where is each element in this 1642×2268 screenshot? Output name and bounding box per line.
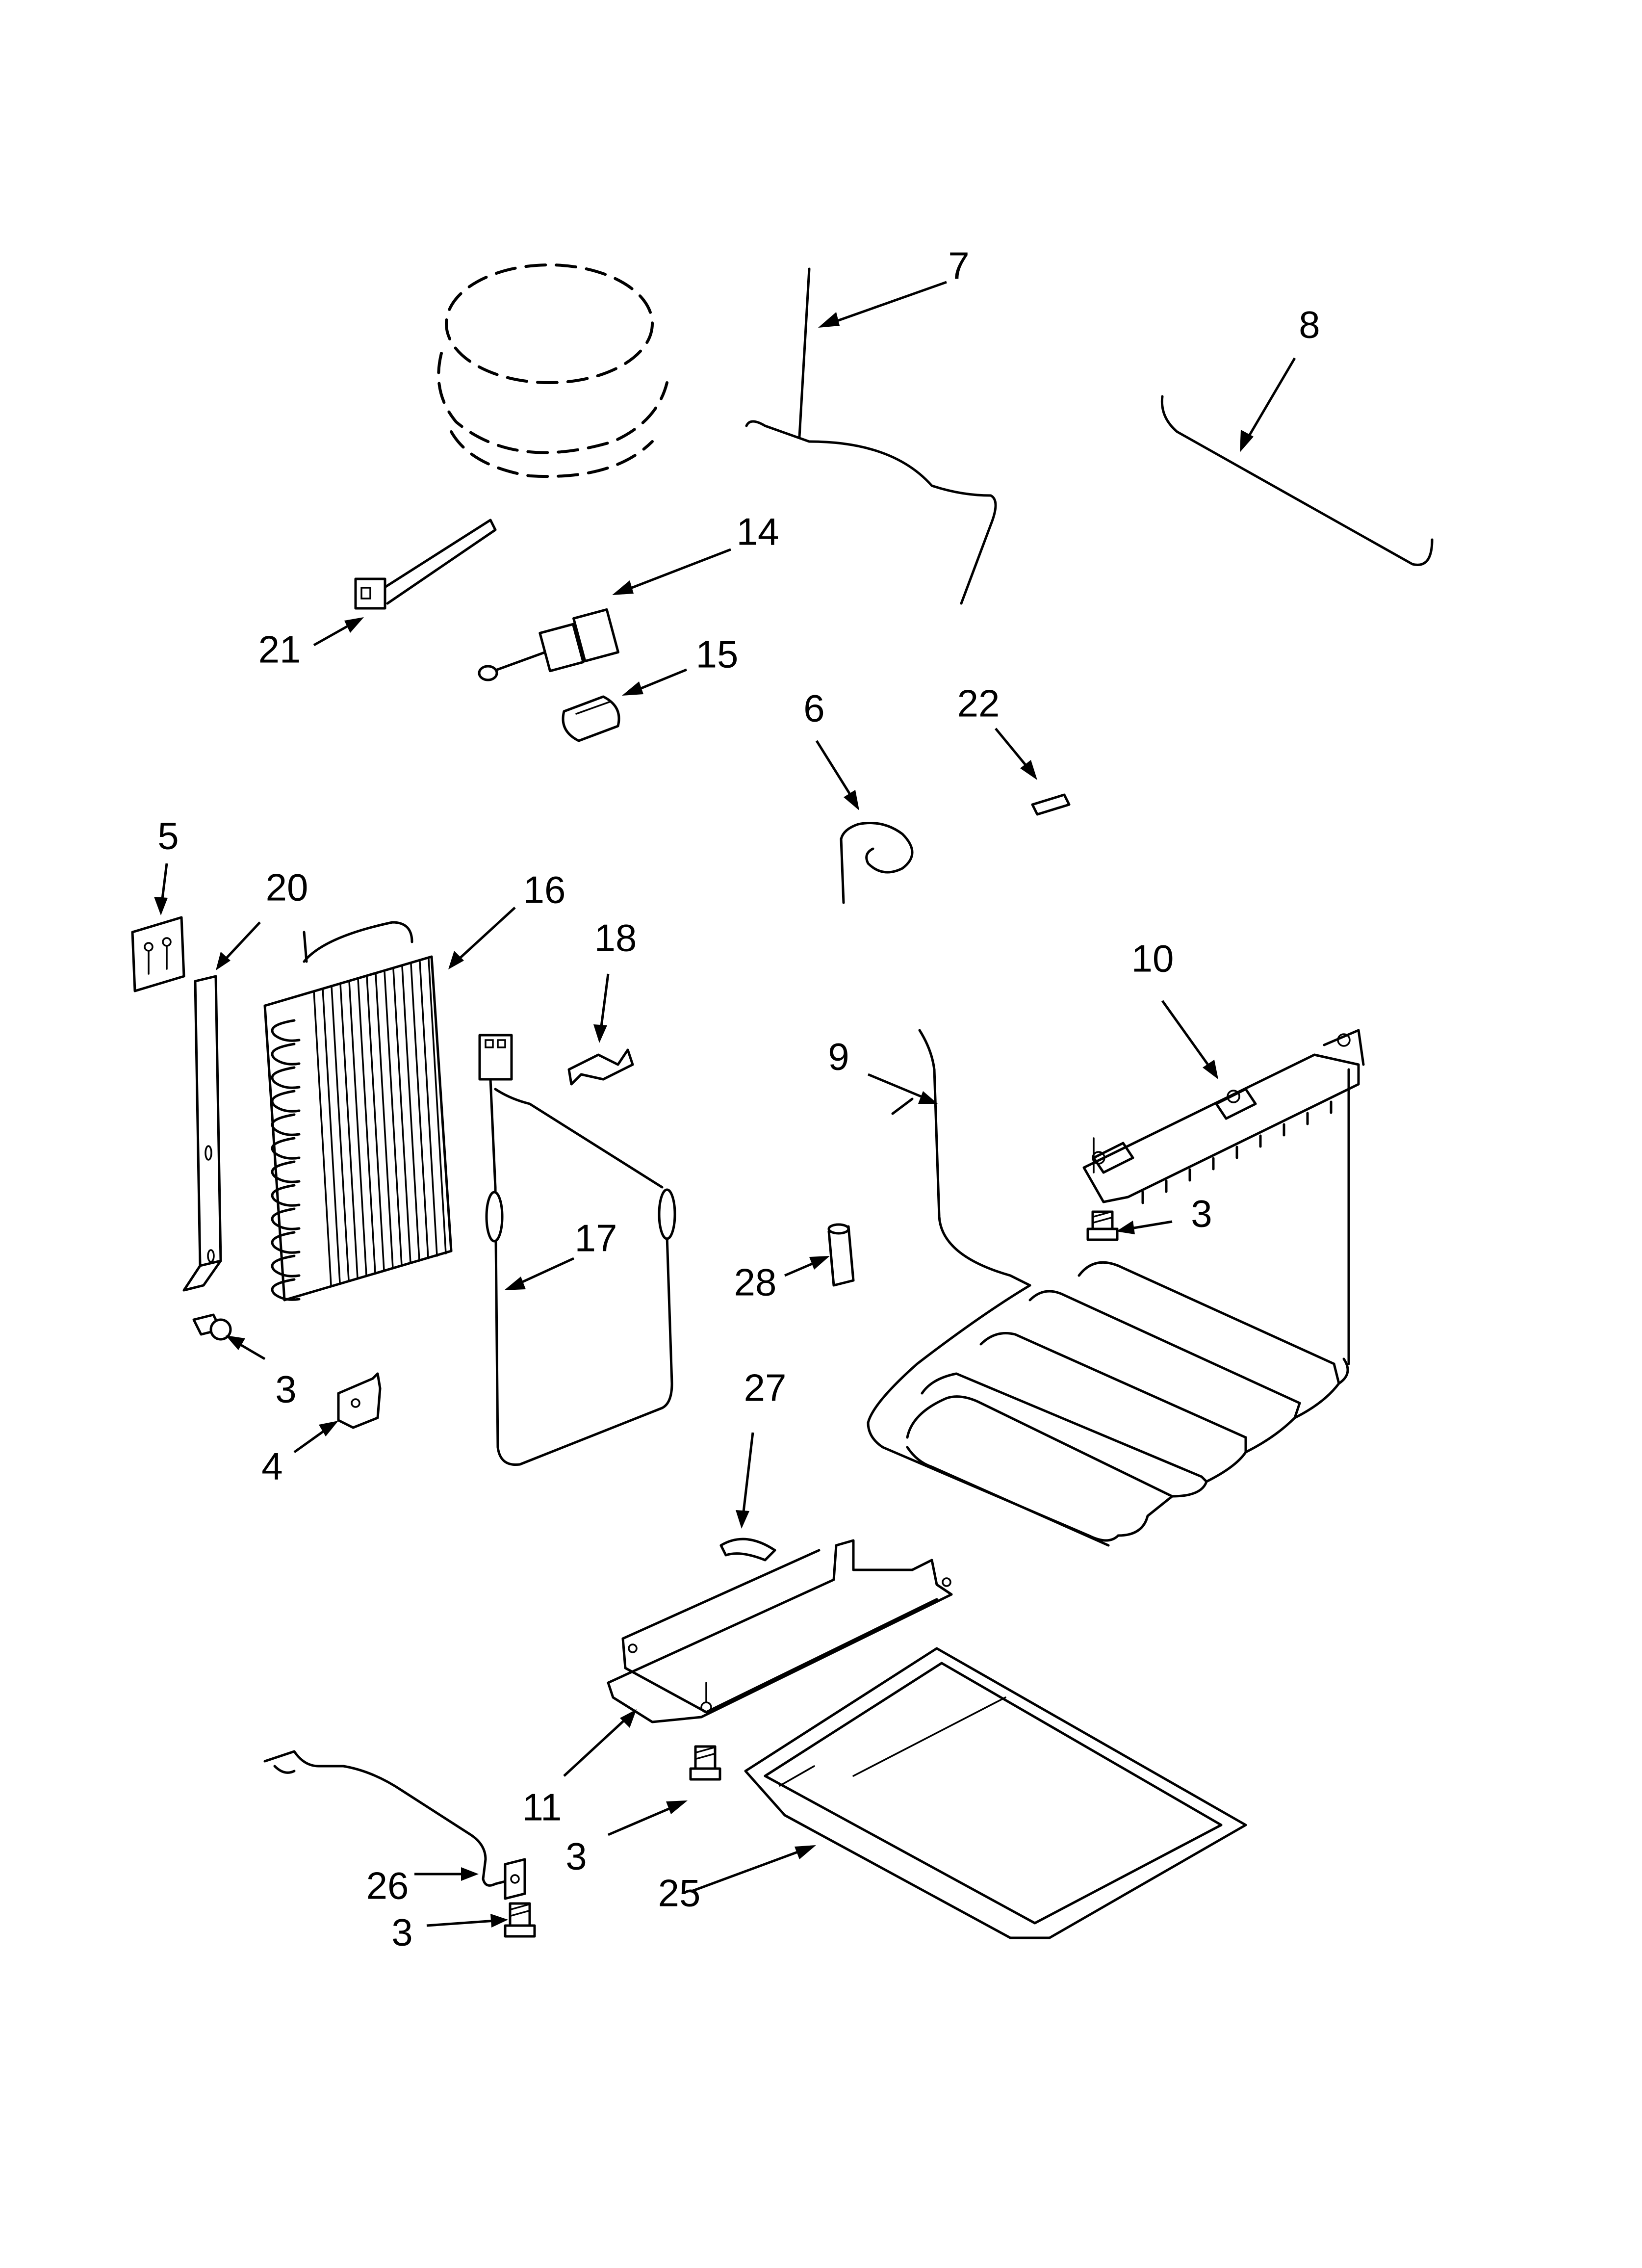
evaporator-fin bbox=[313, 990, 332, 1286]
callout-18: 18 bbox=[594, 916, 637, 960]
callout-27: 27 bbox=[744, 1366, 787, 1409]
screw-3c bbox=[689, 1745, 721, 1781]
callout-21: 21 bbox=[258, 628, 301, 671]
callout-28: 28 bbox=[734, 1261, 777, 1304]
evaporator-fin bbox=[428, 958, 447, 1254]
evaporator-fin bbox=[419, 961, 438, 1257]
evaporator-fin bbox=[322, 988, 341, 1284]
part-8-tube bbox=[1160, 395, 1434, 566]
part-6-coil bbox=[840, 822, 914, 904]
evaporator-fin bbox=[401, 965, 420, 1262]
callout-3b: 3 bbox=[275, 1368, 296, 1411]
evaporator-return-bend bbox=[271, 1137, 301, 1160]
leader-lines bbox=[154, 281, 1296, 1928]
part-26-tube bbox=[263, 1750, 526, 1900]
callout-25: 25 bbox=[658, 1872, 701, 1915]
callout-16: 16 bbox=[523, 868, 566, 912]
evaporator-return-bend bbox=[271, 1160, 301, 1183]
callout-20: 20 bbox=[266, 866, 308, 909]
callout-3d: 3 bbox=[391, 1911, 412, 1954]
evaporator-return-bend bbox=[271, 1278, 301, 1301]
part-5-label bbox=[131, 916, 185, 992]
callout-labels: 7 8 14 21 15 6 22 5 20 16 18 10 9 3 17 2… bbox=[157, 244, 1320, 1954]
part-4-bracket bbox=[337, 1372, 382, 1429]
callout-6: 6 bbox=[803, 687, 824, 730]
callout-5: 5 bbox=[157, 814, 179, 858]
part-14-sensor bbox=[478, 608, 619, 681]
part-20-strip bbox=[182, 975, 222, 1292]
part-21-cable-tie bbox=[354, 519, 497, 610]
evaporator-fin bbox=[410, 963, 429, 1259]
callout-17: 17 bbox=[575, 1217, 617, 1260]
evaporator-fin bbox=[348, 980, 367, 1277]
evaporator-return-bend bbox=[271, 1043, 301, 1066]
part-22-clip bbox=[1031, 793, 1071, 816]
compressor-outline bbox=[437, 263, 668, 478]
callout-22: 22 bbox=[957, 682, 1000, 725]
evaporator-fin bbox=[331, 985, 350, 1281]
screw-3b bbox=[192, 1313, 232, 1341]
evaporator-return-bend bbox=[271, 1019, 301, 1042]
callout-9: 9 bbox=[828, 1035, 849, 1078]
callout-7: 7 bbox=[948, 244, 969, 287]
evaporator-fin bbox=[357, 978, 376, 1274]
evaporator-return-bend bbox=[271, 1231, 301, 1254]
part-16-evaporator bbox=[263, 921, 453, 1302]
part-9-defrost-heater bbox=[867, 1029, 1349, 1547]
part-10-trough bbox=[1082, 1029, 1365, 1204]
evaporator-fin bbox=[375, 973, 394, 1269]
evaporator-fin bbox=[366, 975, 385, 1272]
evaporator-return-bend bbox=[271, 1090, 301, 1113]
evaporator-return-bend bbox=[271, 1254, 301, 1277]
evaporator-fin bbox=[392, 968, 411, 1264]
part-18-bracket bbox=[567, 1048, 634, 1086]
callout-3c: 3 bbox=[565, 1835, 587, 1878]
callout-14: 14 bbox=[737, 510, 779, 553]
evaporator-return-bend bbox=[271, 1066, 301, 1089]
callout-4: 4 bbox=[261, 1445, 282, 1488]
evaporator-return-bend bbox=[271, 1184, 301, 1207]
part-11-pan-bracket bbox=[607, 1539, 953, 1723]
callout-26: 26 bbox=[366, 1864, 409, 1907]
callout-8: 8 bbox=[1299, 303, 1320, 346]
evaporator-return-bend bbox=[271, 1113, 301, 1136]
part-17-heater-wire bbox=[478, 1034, 676, 1466]
evaporator-fin bbox=[339, 983, 359, 1279]
part-25-drain-pan bbox=[744, 1647, 1247, 1939]
part-15-clip bbox=[562, 695, 620, 742]
callout-10: 10 bbox=[1131, 937, 1174, 980]
callout-11: 11 bbox=[522, 1786, 562, 1829]
part-27-clip bbox=[719, 1538, 776, 1562]
screw-3a bbox=[1086, 1210, 1119, 1241]
callout-3a: 3 bbox=[1191, 1192, 1212, 1235]
evaporator-fin bbox=[384, 970, 403, 1267]
part-7-tube bbox=[745, 267, 997, 605]
screw-3d bbox=[504, 1902, 536, 1938]
part-28-sleeve bbox=[827, 1223, 855, 1287]
callout-15: 15 bbox=[696, 633, 739, 676]
evaporator-return-bend bbox=[271, 1207, 301, 1230]
